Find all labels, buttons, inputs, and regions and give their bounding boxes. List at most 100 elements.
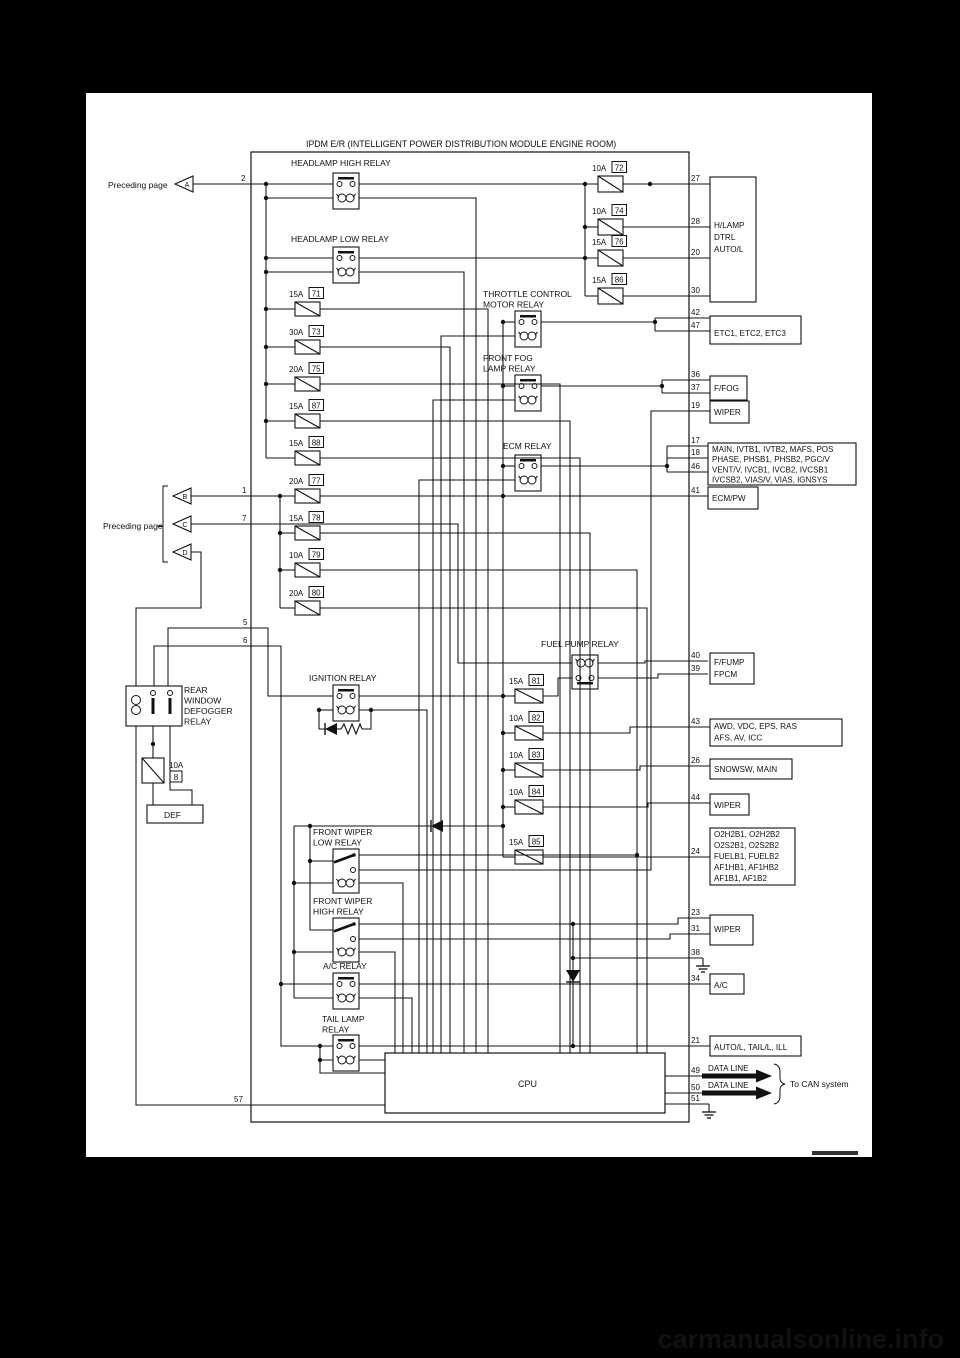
destination-box-label: SNOWSW, MAIN <box>714 765 777 774</box>
contact <box>349 981 356 987</box>
fuse-rating: 20A <box>289 477 304 486</box>
relay-label: FRONT WIPER <box>313 896 372 906</box>
junction-dot <box>263 269 269 275</box>
destination-box: A/C <box>709 973 745 995</box>
diagram-title: IPDM E/R (INTELLIGENT POWER DISTRIBUTION… <box>306 139 616 149</box>
wire <box>418 479 515 1053</box>
pin-number-17: 17 <box>691 436 700 445</box>
wire <box>191 523 572 664</box>
destination-box-frame <box>709 1035 802 1057</box>
junction-dot <box>659 383 665 389</box>
destination-box-frame <box>709 973 745 995</box>
fuse-number: 78 <box>312 514 321 523</box>
relay-label: RELAY <box>184 717 212 727</box>
junction-dot <box>582 181 588 187</box>
destination-box-label: F/FOG <box>714 384 739 393</box>
fuse-number-box <box>611 161 627 173</box>
fuse-icon <box>514 762 544 778</box>
pin-number-19: 19 <box>691 401 700 410</box>
cpu-box <box>384 1052 666 1114</box>
destination-box-frame <box>709 793 750 816</box>
fuse-icon <box>294 488 321 504</box>
fuse-icon <box>294 525 321 541</box>
wire <box>543 726 710 734</box>
destination-box-label: FUELB1, FUELB2 <box>714 852 779 861</box>
fuse-diagonal <box>514 799 544 815</box>
junction-dot <box>277 567 283 573</box>
junction-dot <box>582 255 588 261</box>
relay-icon <box>332 246 360 284</box>
fuse-diagonal <box>294 600 321 616</box>
connector-bracket <box>162 485 168 563</box>
wire <box>320 532 591 1053</box>
fuse-icon <box>294 562 321 578</box>
fuse-number: 79 <box>312 551 321 560</box>
fuse-icon <box>294 339 321 355</box>
coil <box>345 267 355 277</box>
relay-box <box>332 1034 360 1072</box>
relay-label: RELAY <box>322 1025 350 1035</box>
fuse-number-box <box>528 748 544 760</box>
destination-box: SNOWSW, MAIN <box>709 758 793 780</box>
junction-dot <box>150 741 156 747</box>
switch-bar <box>338 251 354 254</box>
diagram-sheet <box>86 93 872 1157</box>
wire <box>167 627 333 697</box>
contact <box>518 319 525 325</box>
contact <box>336 981 343 987</box>
fuse-icon <box>294 413 321 429</box>
junction-dot <box>634 852 640 858</box>
can-brace <box>773 1063 786 1105</box>
relay-label: HIGH RELAY <box>313 907 364 917</box>
fuse-number: 88 <box>312 439 321 448</box>
contact <box>588 675 595 681</box>
relay-icon <box>332 848 360 894</box>
wire <box>320 569 638 1053</box>
pin-number-43: 43 <box>691 717 700 726</box>
coil-tick <box>534 331 538 336</box>
relay-label: WINDOW <box>184 696 221 706</box>
fuse-rating: 10A <box>509 714 524 723</box>
destination-box-label: IVCSB2, VIAS/V, VIAS, IGNSYS <box>712 476 827 485</box>
fuse-diagonal <box>294 413 321 429</box>
fuse-icon <box>294 600 321 616</box>
pin-number-5: 5 <box>243 618 248 627</box>
destination-box-label: WIPER <box>714 925 741 934</box>
fuse-diagonal <box>294 525 321 541</box>
fuse-rating: 15A <box>509 677 524 686</box>
junction-dot <box>500 493 506 499</box>
connector-arrow-icon <box>171 515 192 533</box>
destination-box-label: H/LAMP <box>714 221 745 230</box>
connector-letter: B <box>183 494 188 501</box>
coil-tick <box>336 993 340 998</box>
coil <box>527 395 537 405</box>
fuse-diagonal <box>294 301 321 317</box>
pin-number-20: 20 <box>691 248 700 257</box>
fuse-diagonal <box>294 376 321 392</box>
to-can-system-label: To CAN system <box>790 1079 849 1089</box>
relay-icon <box>332 1034 360 1072</box>
contact <box>336 693 343 699</box>
fuse-number: 8 <box>174 773 179 782</box>
wire <box>362 710 372 730</box>
destination-box-frame <box>709 375 748 401</box>
fuse-icon <box>514 799 544 815</box>
connector-arrow-icon <box>171 543 192 561</box>
fuse-diagonal <box>294 562 321 578</box>
pin-number-46: 46 <box>691 462 700 471</box>
pin-number-38: 38 <box>691 948 700 957</box>
fuse-icon <box>597 249 624 267</box>
junction-dot <box>652 319 658 325</box>
connector-letter: C <box>182 522 187 529</box>
pin-number-47: 47 <box>691 321 700 330</box>
watermark: carmanualsonline.info <box>657 1324 944 1354</box>
fuse-rating: 15A <box>592 276 607 285</box>
fuse-rating: 10A <box>509 788 524 797</box>
coil-tick <box>352 193 356 198</box>
